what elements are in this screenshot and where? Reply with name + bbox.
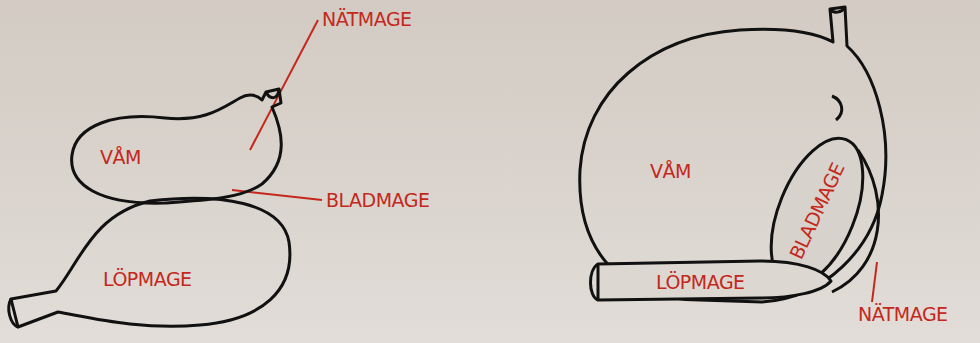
organ-shape [580,7,886,302]
organ-shape [72,89,282,203]
tube-opening [591,264,599,300]
stomach-part: LÖPMAGE [5,190,300,335]
organ-outline [60,80,295,210]
organ-name: LÖPMAGE [103,268,192,290]
organ-shape [598,261,831,300]
tube-opening [266,89,279,98]
tube-opening [9,299,18,327]
leader-line [250,20,318,150]
tube-opening [830,7,845,12]
organ-name: VÅM [100,146,141,168]
organ-name: LÖPMAGE [656,271,745,293]
part-label: BLADMAGE [326,189,429,211]
organ-shape [11,198,290,327]
organ-name: VÅM [650,160,691,182]
part-label: NÄTMAGE [858,303,948,325]
part-label: NÄTMAGE [322,8,412,30]
leader-line [872,262,877,302]
fold-line [832,96,842,120]
stomach-part: VÅM [60,80,295,210]
organ-outline [5,190,300,335]
stomach-part: LÖPMAGE [580,255,835,305]
